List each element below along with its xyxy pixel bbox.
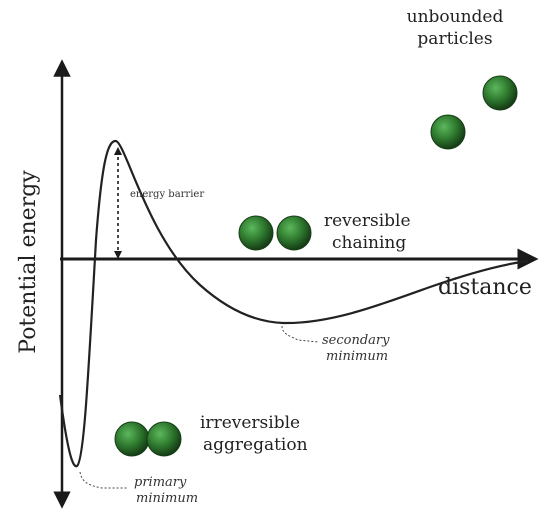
reversible-label-line2: chaining [332, 233, 406, 253]
reversible-label-line1: reversible [324, 211, 411, 231]
irreversible-label-line1: irreversible [200, 413, 300, 433]
secondary-minimum-label-line1: secondary [322, 333, 390, 348]
particle-reversible-1 [238, 215, 274, 251]
irreversible-label-line2: aggregation [203, 435, 308, 455]
secondary-minimum-leader [281, 325, 319, 343]
particle-unbounded-2 [430, 114, 466, 150]
unbounded-label-line2: particles [417, 29, 492, 49]
unbounded-label-line1: unbounded [407, 7, 504, 27]
particle-unbounded-1 [482, 75, 518, 111]
particle-irreversible-1 [114, 421, 150, 457]
primary-minimum-label-line1: primary [134, 475, 187, 490]
potential-curve [58, 139, 529, 468]
energy-barrier-label: energy barrier [130, 189, 204, 200]
secondary-minimum-label-line2: minimum [326, 349, 388, 364]
particle-irreversible-2 [146, 421, 182, 457]
x-axis-label: distance [438, 275, 532, 300]
particle-reversible-2 [276, 215, 312, 251]
primary-minimum-leader [79, 471, 128, 489]
y-axis-label: Potential energy [16, 170, 41, 354]
primary-minimum-label-line2: minimum [136, 491, 198, 506]
